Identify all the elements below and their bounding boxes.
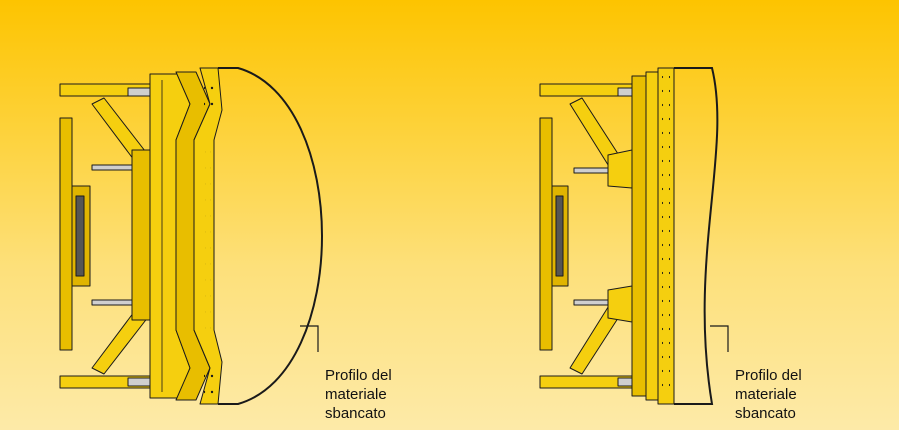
track-roller (555, 195, 564, 277)
blade-frame (631, 75, 647, 397)
caption-leader-line (300, 325, 319, 352)
caption-line-1: Profilo del (325, 367, 392, 384)
blade-plate (645, 71, 659, 401)
panel-angled-blade: Profilo del materiale sbancato (59, 67, 392, 423)
lift-cylinder-top (127, 87, 151, 97)
caption-line-1: Profilo del (735, 367, 802, 384)
panel-straight-blade: Profilo del materiale sbancato (450, 0, 899, 430)
tilt-cylinder-lower (573, 299, 611, 306)
caption-line-3: sbancato (735, 405, 796, 422)
material-profile-curve (218, 67, 323, 405)
track-roller (75, 195, 85, 277)
track-frame (59, 117, 73, 351)
material-profile-curve (674, 67, 719, 405)
caption-line-2: materiale (325, 386, 387, 403)
caption-line-3: sbancato (325, 405, 386, 422)
caption-leader-line (710, 325, 729, 352)
material-profile-caption: Profilo del materiale sbancato (325, 366, 392, 423)
lift-cylinder-bottom (127, 377, 151, 387)
caption-line-2: materiale (735, 386, 797, 403)
track-frame (539, 117, 553, 351)
tilt-cylinder-upper (573, 167, 611, 174)
angled-blade-illustration (59, 67, 323, 405)
material-profile-caption: Profilo del materiale sbancato (735, 366, 802, 423)
straight-blade-illustration (539, 67, 729, 405)
